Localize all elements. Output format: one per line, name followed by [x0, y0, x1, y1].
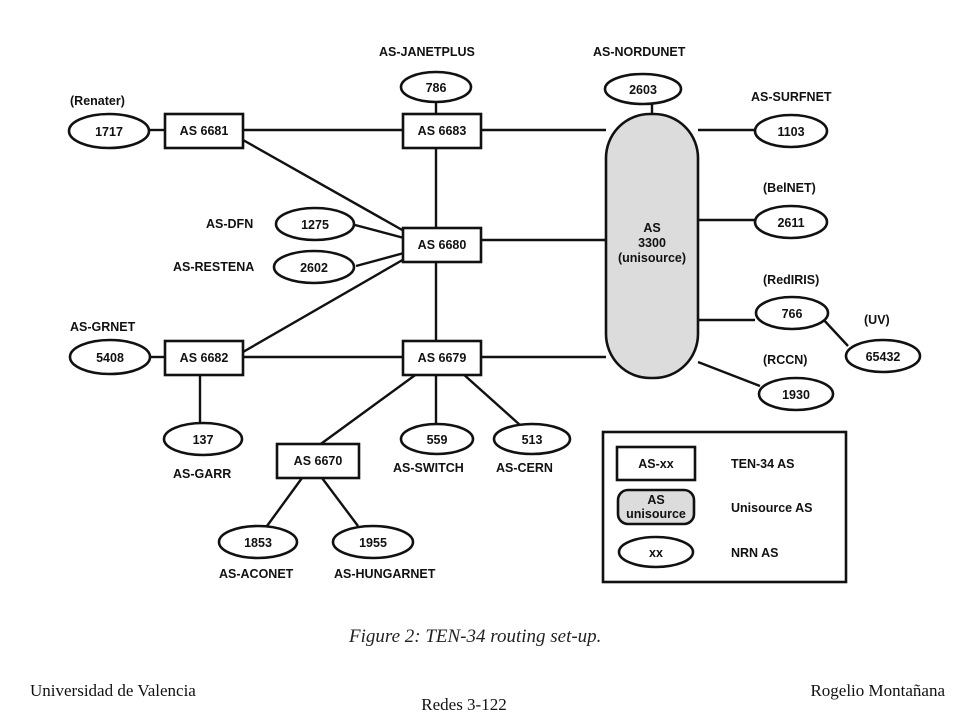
- svg-text:1103: 1103: [777, 125, 804, 139]
- as3300-line3: (unisource): [618, 251, 686, 265]
- label-switch: AS-SWITCH: [393, 461, 464, 475]
- nrn-1103: 1103: [753, 113, 829, 149]
- nrn-513: 513: [492, 422, 572, 456]
- label-belnet: (BelNET): [763, 181, 816, 195]
- nrn-137: 137: [162, 421, 244, 457]
- link-6679-6670: [317, 372, 419, 447]
- legend-box-desc: TEN-34 AS: [731, 457, 794, 471]
- legend-capsule-symbol: [616, 488, 696, 526]
- svg-text:1930: 1930: [782, 388, 810, 402]
- link-6679-513: [461, 372, 521, 426]
- legend-ellipse-desc: NRN AS: [731, 546, 778, 560]
- label-restena: AS-RESTENA: [173, 260, 254, 274]
- as6683-node: AS 6683: [401, 112, 483, 150]
- label-janetplus: AS-JANETPLUS: [379, 45, 475, 59]
- nrn-2603: 2603: [603, 72, 683, 106]
- nrn-1717: 1717: [67, 112, 151, 150]
- svg-text:65432: 65432: [866, 350, 901, 364]
- svg-text:786: 786: [426, 81, 447, 95]
- link-766-65432: [821, 317, 849, 347]
- svg-text:1955: 1955: [359, 536, 387, 550]
- label-renater: (Renater): [70, 94, 125, 108]
- nrn-559: 559: [399, 422, 475, 456]
- network-labels: (Renater) AS-JANETPLUS AS-NORDUNET AS-SU…: [70, 45, 890, 581]
- nrn-1853: 1853: [217, 524, 299, 560]
- label-uv: (UV): [864, 313, 890, 327]
- nrn-786: 786: [399, 70, 473, 104]
- connections: [150, 102, 849, 527]
- as3300-line2: 3300: [638, 236, 666, 250]
- legend-box-symbol: [615, 445, 697, 482]
- link-6680-6682: [242, 256, 407, 354]
- label-surfnet: AS-SURFNET: [751, 90, 832, 104]
- label-nordunet: AS-NORDUNET: [593, 45, 686, 59]
- footer-center: Redes 3-122: [421, 695, 506, 714]
- as6682-label: AS 6682: [180, 351, 229, 365]
- as6681-label: AS 6681: [180, 124, 229, 138]
- legend-box-symbol-text: AS-xx: [638, 457, 673, 471]
- legend-capsule-line1: AS: [647, 493, 664, 507]
- nrn-5408: 5408: [68, 338, 152, 376]
- label-garr: AS-GARR: [173, 467, 231, 481]
- as6680-label: AS 6680: [418, 238, 467, 252]
- svg-text:2611: 2611: [777, 216, 804, 230]
- nrn-ellipses: 1717 786 2603 1103 1275 2602 2611 766 65…: [67, 70, 922, 560]
- label-grnet: AS-GRNET: [70, 320, 136, 334]
- nrn-1955: 1955: [331, 524, 415, 560]
- svg-text:137: 137: [193, 433, 214, 447]
- link-3300-1930: [697, 360, 761, 388]
- unisource-capsule: [604, 112, 700, 380]
- as6679-node: AS 6679: [401, 339, 483, 377]
- nrn-2602: 2602: [272, 249, 356, 285]
- figure-caption: Figure 2: TEN-34 routing set-up.: [348, 626, 601, 647]
- label-cern: AS-CERN: [496, 461, 553, 475]
- link-6681-6680: [242, 138, 405, 233]
- legend-capsule-line2: unisource: [626, 507, 686, 521]
- nrn-2611: 2611: [753, 204, 829, 240]
- link-6670-1853: [266, 477, 303, 527]
- svg-text:2603: 2603: [629, 83, 657, 97]
- link-2602-6680: [355, 251, 405, 268]
- legend-capsule-desc: Unisource AS: [731, 501, 813, 515]
- svg-text:2602: 2602: [300, 261, 328, 275]
- as6680-node: AS 6680: [401, 226, 483, 264]
- as6679-label: AS 6679: [418, 351, 467, 365]
- as6670-label: AS 6670: [294, 454, 343, 468]
- legend-ellipse-symbol: [617, 535, 695, 569]
- label-rediris: (RedIRIS): [763, 273, 819, 287]
- label-rccn: (RCCN): [763, 353, 807, 367]
- legend-ellipse-symbol-text: xx: [649, 546, 663, 560]
- as3300-line1: AS: [643, 221, 660, 235]
- svg-text:5408: 5408: [96, 351, 124, 365]
- label-hungarnet: AS-HUNGARNET: [334, 567, 436, 581]
- footer-left: Universidad de Valencia: [30, 681, 196, 700]
- legend: AS-xx TEN-34 AS AS unisource Unisource A…: [601, 430, 848, 584]
- as6682-node: AS 6682: [163, 339, 245, 377]
- as6683-label: AS 6683: [418, 124, 467, 138]
- label-dfn: AS-DFN: [206, 217, 253, 231]
- as3300-node: AS 3300 (unisource): [604, 112, 700, 380]
- footer-right: Rogelio Montañana: [810, 681, 945, 700]
- nrn-1930: 1930: [757, 376, 835, 412]
- nrn-766: 766: [754, 295, 830, 331]
- nrn-65432: 65432: [844, 338, 922, 374]
- nrn-1275: 1275: [274, 206, 356, 242]
- svg-text:1717: 1717: [95, 125, 123, 139]
- label-aconet: AS-ACONET: [219, 567, 294, 581]
- svg-text:1275: 1275: [301, 218, 329, 232]
- svg-text:559: 559: [427, 433, 448, 447]
- link-6670-1955: [321, 477, 359, 527]
- as6681-node: AS 6681: [163, 112, 245, 150]
- as6670-node: AS 6670: [275, 442, 361, 480]
- svg-text:513: 513: [522, 433, 543, 447]
- svg-text:766: 766: [782, 307, 803, 321]
- svg-text:1853: 1853: [244, 536, 272, 550]
- link-1275-6680: [354, 223, 405, 240]
- ten34-boxes: AS 6681 AS 6683 AS 6680 AS 6682 AS 6679 …: [163, 112, 483, 480]
